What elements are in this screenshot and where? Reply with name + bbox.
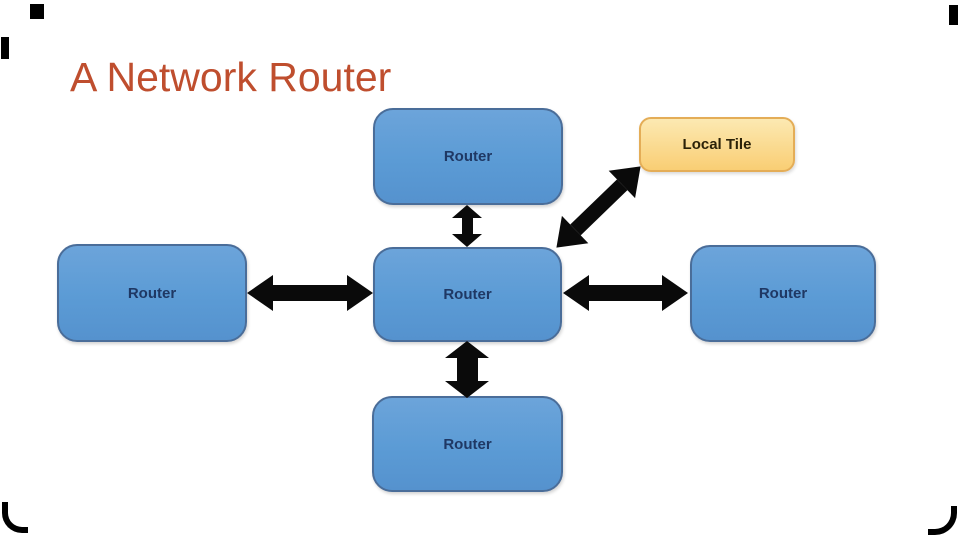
double-arrow-center-to-right-icon bbox=[563, 274, 688, 311]
router-node-top-label: Router bbox=[443, 148, 493, 165]
arrow-head-icon bbox=[563, 274, 589, 311]
arrow-head-icon bbox=[452, 205, 482, 218]
double-arrow-left-to-center-icon bbox=[247, 274, 373, 311]
arrow-head-icon bbox=[347, 274, 373, 311]
arrow-shaft bbox=[569, 179, 628, 235]
arrow-shaft bbox=[461, 218, 473, 234]
frame-corner-bottom-left bbox=[2, 502, 28, 533]
router-node-center: Router bbox=[373, 247, 562, 342]
arrow-head-icon bbox=[247, 274, 273, 311]
router-node-right: Router bbox=[690, 245, 876, 342]
arrow-head-icon bbox=[445, 381, 489, 398]
router-node-center-label: Router bbox=[443, 286, 492, 303]
arrow-shaft bbox=[589, 284, 662, 301]
slide-title: A Network Router bbox=[70, 54, 392, 100]
router-node-bottom-label: Router bbox=[443, 435, 492, 453]
frame-mark-top-left bbox=[30, 4, 44, 19]
router-node-top: Router bbox=[373, 108, 563, 205]
arrow-head-icon bbox=[445, 341, 489, 358]
double-arrow-center-to-bottom-icon bbox=[445, 341, 489, 398]
router-node-left: Router bbox=[57, 244, 247, 342]
double-arrow-top-to-center-icon bbox=[452, 205, 482, 247]
frame-mark-right-edge bbox=[949, 5, 958, 25]
frame-mark-left-edge bbox=[1, 37, 9, 59]
arrow-shaft bbox=[273, 284, 347, 301]
arrow-head-icon bbox=[662, 274, 688, 311]
arrow-head-icon bbox=[452, 234, 482, 247]
router-node-left-label: Router bbox=[127, 284, 177, 302]
router-node-right-label: Router bbox=[758, 285, 808, 302]
local-tile-label: Local Tile bbox=[682, 136, 752, 153]
arrow-shaft bbox=[456, 358, 478, 381]
router-node-bottom: Router bbox=[372, 396, 563, 492]
local-tile-node: Local Tile bbox=[639, 117, 795, 172]
frame-corner-bottom-right bbox=[928, 506, 957, 535]
